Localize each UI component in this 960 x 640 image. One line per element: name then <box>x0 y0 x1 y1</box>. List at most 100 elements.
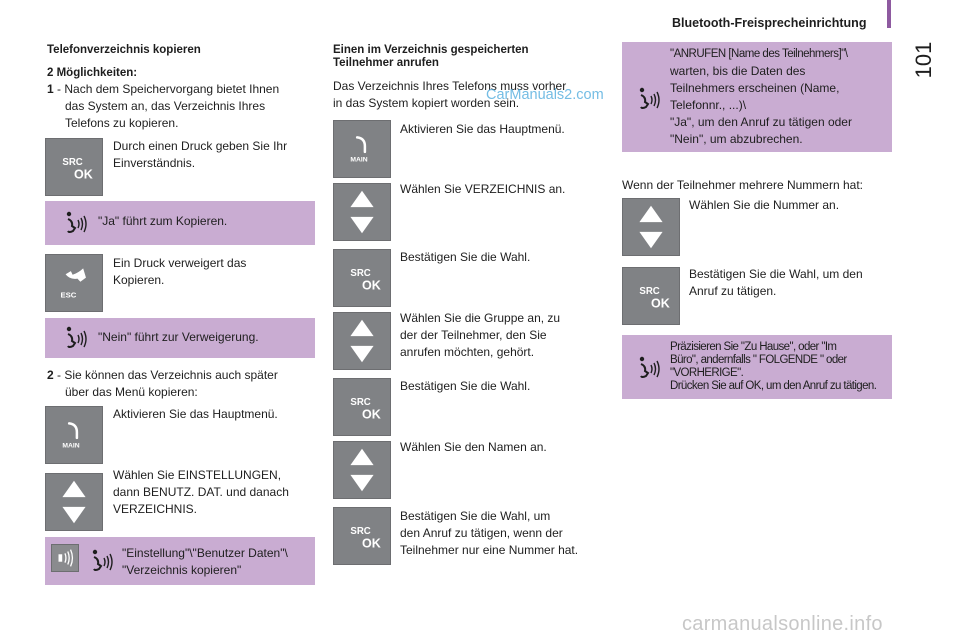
left-step-2-line-2: Kopieren. <box>113 273 165 287</box>
main-menu-icon: MAIN <box>350 136 368 164</box>
voice-command-icon <box>66 211 87 233</box>
up-down-key <box>45 473 103 531</box>
src-ok-icon: SRC OK <box>639 286 670 311</box>
voice-key <box>51 544 79 572</box>
src-label: SRC <box>350 268 370 279</box>
up-down-key <box>333 312 391 370</box>
ok-label: OK <box>74 168 93 182</box>
src-ok-icon: SRC OK <box>350 397 381 422</box>
main-menu-icon: MAIN <box>62 422 80 450</box>
left-step-4-line-2: dann BENUTZ. DAT. und danach <box>113 485 289 499</box>
left-step-3: Aktivieren Sie das Hauptmenü. <box>113 407 278 421</box>
voice-text-call-line-2: warten, bis die Daten des <box>670 64 806 78</box>
middle-step-4-line-3: anrufen möchten, gehört. <box>400 345 535 359</box>
middle-step-7-line-2: den Anruf zu tätigen, wenn der <box>400 526 563 540</box>
option-2-line-1: 2 - Sie können das Verzeichnis auch spät… <box>47 367 278 384</box>
up-down-arrows-icon <box>62 480 86 524</box>
voice-text-specify-line-4: Drücken Sie auf OK, um den Anruf zu täti… <box>670 380 877 392</box>
middle-step-4-line-1: Wählen Sie die Gruppe an, zu <box>400 311 561 325</box>
page-number: 101 <box>911 41 936 79</box>
voice-key-icon <box>58 549 74 567</box>
voice-command-icon <box>66 326 87 348</box>
main-label: MAIN <box>62 443 79 450</box>
src-ok-key: SRC OK <box>333 378 391 436</box>
page-header-title: Bluetooth-Freisprecheinrichtung <box>672 16 867 30</box>
option-1-line-2: das System an, das Verzeichnis Ihres <box>65 99 266 113</box>
voice-text-yes: "Ja" führt zum Kopieren. <box>98 214 228 228</box>
src-ok-icon: SRC OK <box>350 526 381 551</box>
section-heading-copy-directory: Telefonverzeichnis kopieren <box>47 44 201 56</box>
up-down-key <box>333 183 391 241</box>
voice-text-specify-line-3: "VORHERIGE". <box>670 367 744 379</box>
voice-text-call-line-4: Telefonnr., ...)\ <box>670 98 747 112</box>
voice-text-no: "Nein" führt zur Verweigerung. <box>98 330 259 344</box>
voice-command-box-call: "ANRUFEN [Name des Teilnehmers]"\ warten… <box>622 42 892 152</box>
src-ok-key: SRC OK <box>622 267 680 325</box>
src-ok-icon: SRC OK <box>62 157 93 182</box>
middle-step-3: Bestätigen Sie die Wahl. <box>400 250 531 264</box>
voice-text-call-line-1: "ANRUFEN [Name des Teilnehmers]"\ <box>670 48 848 60</box>
middle-step-7-line-1: Bestätigen Sie die Wahl, um <box>400 509 551 523</box>
src-ok-key: SRC OK <box>45 138 103 196</box>
src-ok-key: SRC OK <box>333 507 391 565</box>
right-step-2-line-2: Anruf zu tätigen. <box>689 284 777 298</box>
main-label: MAIN <box>350 157 367 164</box>
voice-text-call-line-3: Teilnehmers erscheinen (Name, <box>670 81 840 95</box>
voice-command-icon <box>639 356 660 378</box>
voice-command-icon <box>639 87 660 109</box>
ok-label: OK <box>362 408 381 422</box>
voice-command-box-specify: Präzisieren Sie "Zu Hause", oder "Im Bür… <box>622 335 892 399</box>
middle-step-6: Wählen Sie den Namen an. <box>400 440 547 454</box>
ok-label: OK <box>362 279 381 293</box>
multiple-numbers-heading: Wenn der Teilnehmer mehrere Nummern hat: <box>622 178 863 192</box>
src-ok-icon: SRC OK <box>350 268 381 293</box>
voice-text-specify-line-1: Präzisieren Sie "Zu Hause", oder "Im <box>670 341 837 353</box>
voice-text-call-line-5: "Ja", um den Anruf zu tätigen oder <box>670 115 852 129</box>
middle-step-5: Bestätigen Sie die Wahl. <box>400 379 531 393</box>
option-1-number: 1 <box>47 82 54 96</box>
option-1-line-3: Telefons zu kopieren. <box>65 116 179 130</box>
voice-command-box-settings: "Einstellung"\"Benutzer Daten"\ "Verzeic… <box>45 537 315 585</box>
option-1-line-1: 1 - Nach dem Speichervorgang bietet Ihne… <box>47 81 279 98</box>
left-step-1-line-2: Einverständnis. <box>113 156 196 170</box>
src-ok-key: SRC OK <box>333 249 391 307</box>
middle-step-2: Wählen Sie VERZEICHNIS an. <box>400 182 566 196</box>
left-step-1-line-1: Durch einen Druck geben Sie Ihr <box>113 139 288 153</box>
watermark-carmanuals2: CarManuals2.com <box>486 87 604 103</box>
option-2-number: 2 <box>47 368 54 382</box>
middle-step-7-line-3: Teilnehmer nur eine Nummer hat. <box>400 543 579 557</box>
middle-intro-line-1: Das Verzeichnis Ihres Telefons muss vorh… <box>333 79 567 93</box>
middle-step-1: Aktivieren Sie das Hauptmenü. <box>400 122 565 136</box>
right-step-1: Wählen Sie die Nummer an. <box>689 198 840 212</box>
voice-command-box-yes: "Ja" führt zum Kopieren. <box>45 201 315 245</box>
header-accent-bar <box>887 0 891 28</box>
middle-intro-line-2: in das System kopiert worden sein. <box>333 96 520 110</box>
up-down-arrows-icon <box>350 319 374 363</box>
ok-label: OK <box>362 537 381 551</box>
ok-label: OK <box>651 297 670 311</box>
esc-phone-icon: ESC <box>60 268 86 299</box>
option-2-line-2: über das Menü kopieren: <box>65 385 198 399</box>
src-label: SRC <box>350 397 370 408</box>
section-heading-call-contact-line-1: Einen im Verzeichnis gespeicherten <box>333 44 529 56</box>
left-step-2-line-1: Ein Druck verweigert das <box>113 256 247 270</box>
voice-text-specify-line-2: Büro", andernfalls " FOLGENDE " oder <box>670 354 847 366</box>
esc-label: ESC <box>60 290 76 299</box>
main-key: MAIN <box>333 120 391 178</box>
up-down-arrows-icon <box>639 205 663 249</box>
left-step-4-line-3: VERZEICHNIS. <box>113 502 198 516</box>
voice-command-box-no: "Nein" führt zur Verweigerung. <box>45 318 315 358</box>
esc-key: ESC <box>45 254 103 312</box>
src-label: SRC <box>62 157 82 168</box>
up-down-key <box>333 441 391 499</box>
voice-text-settings-line-2: "Verzeichnis kopieren" <box>122 563 242 577</box>
up-down-key <box>622 198 680 256</box>
right-step-2-line-1: Bestätigen Sie die Wahl, um den <box>689 267 863 281</box>
up-down-arrows-icon <box>350 190 374 234</box>
option-1-text: - Nach dem Speichervorgang bietet Ihnen <box>53 82 280 96</box>
option-2-text: - Sie können das Verzeichnis auch später <box>53 368 278 382</box>
options-label: 2 Möglichkeiten: <box>47 67 138 79</box>
src-label: SRC <box>350 526 370 537</box>
voice-command-icon <box>92 549 113 571</box>
src-label: SRC <box>639 286 659 297</box>
